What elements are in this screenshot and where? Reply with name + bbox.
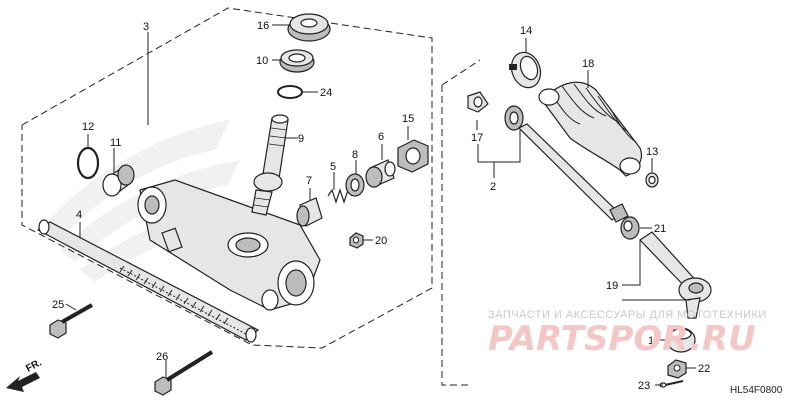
watermark-logo: PARTSPOR.RU bbox=[488, 319, 756, 359]
gearbox-group-outline bbox=[21, 7, 433, 349]
callout-17: 17 bbox=[471, 132, 483, 144]
clip-part-13 bbox=[645, 172, 659, 188]
callout-16: 16 bbox=[257, 20, 269, 32]
tie-rod-group-outline bbox=[441, 85, 470, 386]
callout-2: 2 bbox=[490, 181, 496, 193]
bolt-part-26 bbox=[154, 350, 214, 396]
callout-24: 24 bbox=[320, 87, 332, 99]
bolt-part-25 bbox=[49, 303, 93, 339]
cotter-pin-part-23 bbox=[659, 380, 684, 388]
callout-25: 25 bbox=[52, 299, 64, 311]
callout-26: 26 bbox=[156, 351, 168, 363]
callout-6: 6 bbox=[378, 131, 384, 143]
callout-15: 15 bbox=[402, 113, 414, 125]
circlip-part-24 bbox=[277, 85, 303, 99]
watermark-caption: ЗАПЧАСТИ И АКСЕССУАРЫ ДЛЯ МОТОТЕХНИКИ bbox=[488, 309, 767, 321]
callout-11: 11 bbox=[110, 137, 121, 149]
adjuster-part-6 bbox=[365, 159, 396, 188]
leader-lines bbox=[65, 24, 696, 386]
callout-14: 14 bbox=[520, 25, 532, 37]
nut-part-20 bbox=[349, 232, 364, 249]
lock-washer-part-17 bbox=[467, 91, 489, 113]
nut-part-22 bbox=[667, 359, 687, 379]
callout-3: 3 bbox=[143, 21, 149, 33]
callout-5: 5 bbox=[330, 161, 336, 173]
ball-joint-boot bbox=[666, 327, 696, 353]
front-arrow-icon bbox=[6, 372, 40, 392]
callout-10: 10 bbox=[256, 55, 268, 67]
locknut-part-8 bbox=[345, 173, 365, 197]
callout-1: 1 bbox=[648, 335, 654, 347]
oil-seal-part-10 bbox=[279, 49, 315, 73]
front-direction-indicator: FR. bbox=[6, 357, 44, 392]
boot-part-18 bbox=[538, 81, 642, 177]
tie-rod-end-part-1 bbox=[639, 231, 712, 319]
dust-seal-part-16 bbox=[287, 13, 331, 42]
callout-19: 19 bbox=[606, 280, 618, 292]
callout-9: 9 bbox=[298, 133, 304, 145]
watermark: ЗАПЧАСТИ И АКСЕССУАРЫ ДЛЯ МОТОТЕХНИКИ PA… bbox=[488, 309, 767, 359]
callout-18: 18 bbox=[582, 58, 594, 70]
diagram-code: HL54F0800 bbox=[730, 385, 783, 396]
callout-21: 21 bbox=[654, 223, 666, 235]
snap-ring-part-12 bbox=[76, 146, 100, 180]
callout-22: 22 bbox=[698, 363, 710, 375]
gearbox-housing bbox=[137, 179, 321, 311]
callout-13: 13 bbox=[646, 146, 658, 158]
callout-4: 4 bbox=[76, 209, 82, 221]
callout-8: 8 bbox=[352, 149, 358, 161]
bushing-part-11 bbox=[102, 164, 135, 197]
locknut-part-21 bbox=[620, 216, 640, 240]
boot-band-part-14 bbox=[509, 51, 542, 89]
rack-guide-part-7 bbox=[296, 197, 323, 227]
callout-labels: 3 16 10 24 9 15 12 11 6 8 7 5 4 20 25 26… bbox=[52, 20, 710, 392]
callout-7: 7 bbox=[306, 175, 312, 187]
rack-part-4 bbox=[36, 219, 260, 343]
pinion-shaft-part-9 bbox=[251, 114, 289, 216]
callout-23: 23 bbox=[638, 380, 650, 392]
callout-20: 20 bbox=[375, 235, 387, 247]
front-label: FR. bbox=[24, 357, 44, 374]
inner-tie-rod-part-2 bbox=[504, 105, 629, 223]
nut-part-15 bbox=[397, 139, 429, 173]
callout-12: 12 bbox=[82, 121, 94, 133]
